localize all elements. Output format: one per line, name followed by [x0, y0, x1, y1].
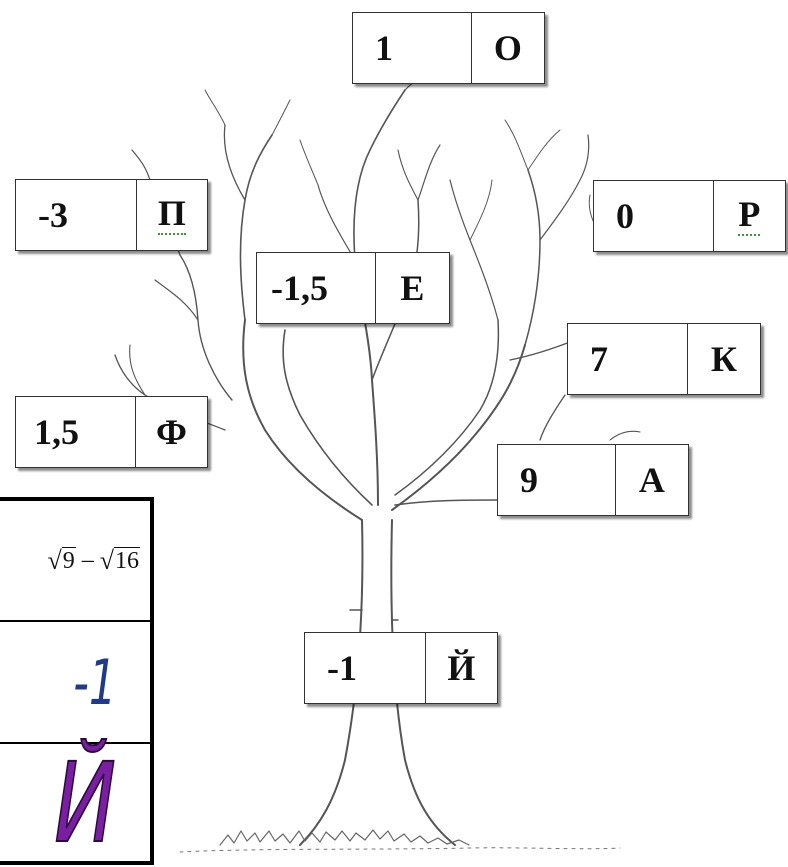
answer-table: √9 – √16 -1 Й [0, 497, 154, 865]
card-number: 1,5 [16, 397, 136, 467]
sqrt-expression: √9 – √16 [47, 546, 140, 576]
card-k: 7 К [567, 323, 761, 395]
result-letter: Й [53, 738, 116, 867]
card-number: -3 [16, 180, 137, 250]
radicand-1: 9 [61, 546, 76, 574]
sqrt-icon: √ [47, 546, 62, 576]
card-a: 9 А [497, 444, 689, 516]
card-letter: П [157, 193, 186, 235]
card-letter: О [493, 28, 522, 68]
result-row: -1 [0, 622, 150, 744]
card-f: 1,5 Ф [15, 396, 208, 468]
card-letter: Й [447, 648, 476, 688]
card-number: 0 [594, 181, 714, 251]
card-r: 0 Р [593, 180, 786, 252]
card-o: 1 О [352, 12, 545, 84]
expression-row: √9 – √16 [0, 501, 150, 622]
card-letter: Е [400, 268, 425, 308]
card-letter: Р [738, 194, 761, 236]
radical-2: √16 [99, 546, 140, 576]
card-number: -1 [305, 633, 426, 703]
radicand-2: 16 [114, 546, 140, 574]
card-letter: А [638, 460, 665, 500]
card-letter: К [710, 339, 737, 379]
radical-1: √9 [47, 546, 76, 576]
card-number: 7 [568, 324, 688, 394]
letter-row: Й [0, 744, 150, 861]
operator: – [81, 546, 94, 573]
card-number: 1 [353, 13, 472, 83]
card-letter: Ф [155, 412, 187, 452]
card-number: -1,5 [257, 253, 376, 323]
card-number: 9 [498, 445, 616, 515]
sqrt-icon: √ [99, 546, 114, 576]
card-e: -1,5 Е [256, 252, 450, 324]
result-value: -1 [73, 645, 117, 719]
card-y: -1 Й [304, 632, 498, 704]
card-p: -3 П [15, 179, 208, 251]
